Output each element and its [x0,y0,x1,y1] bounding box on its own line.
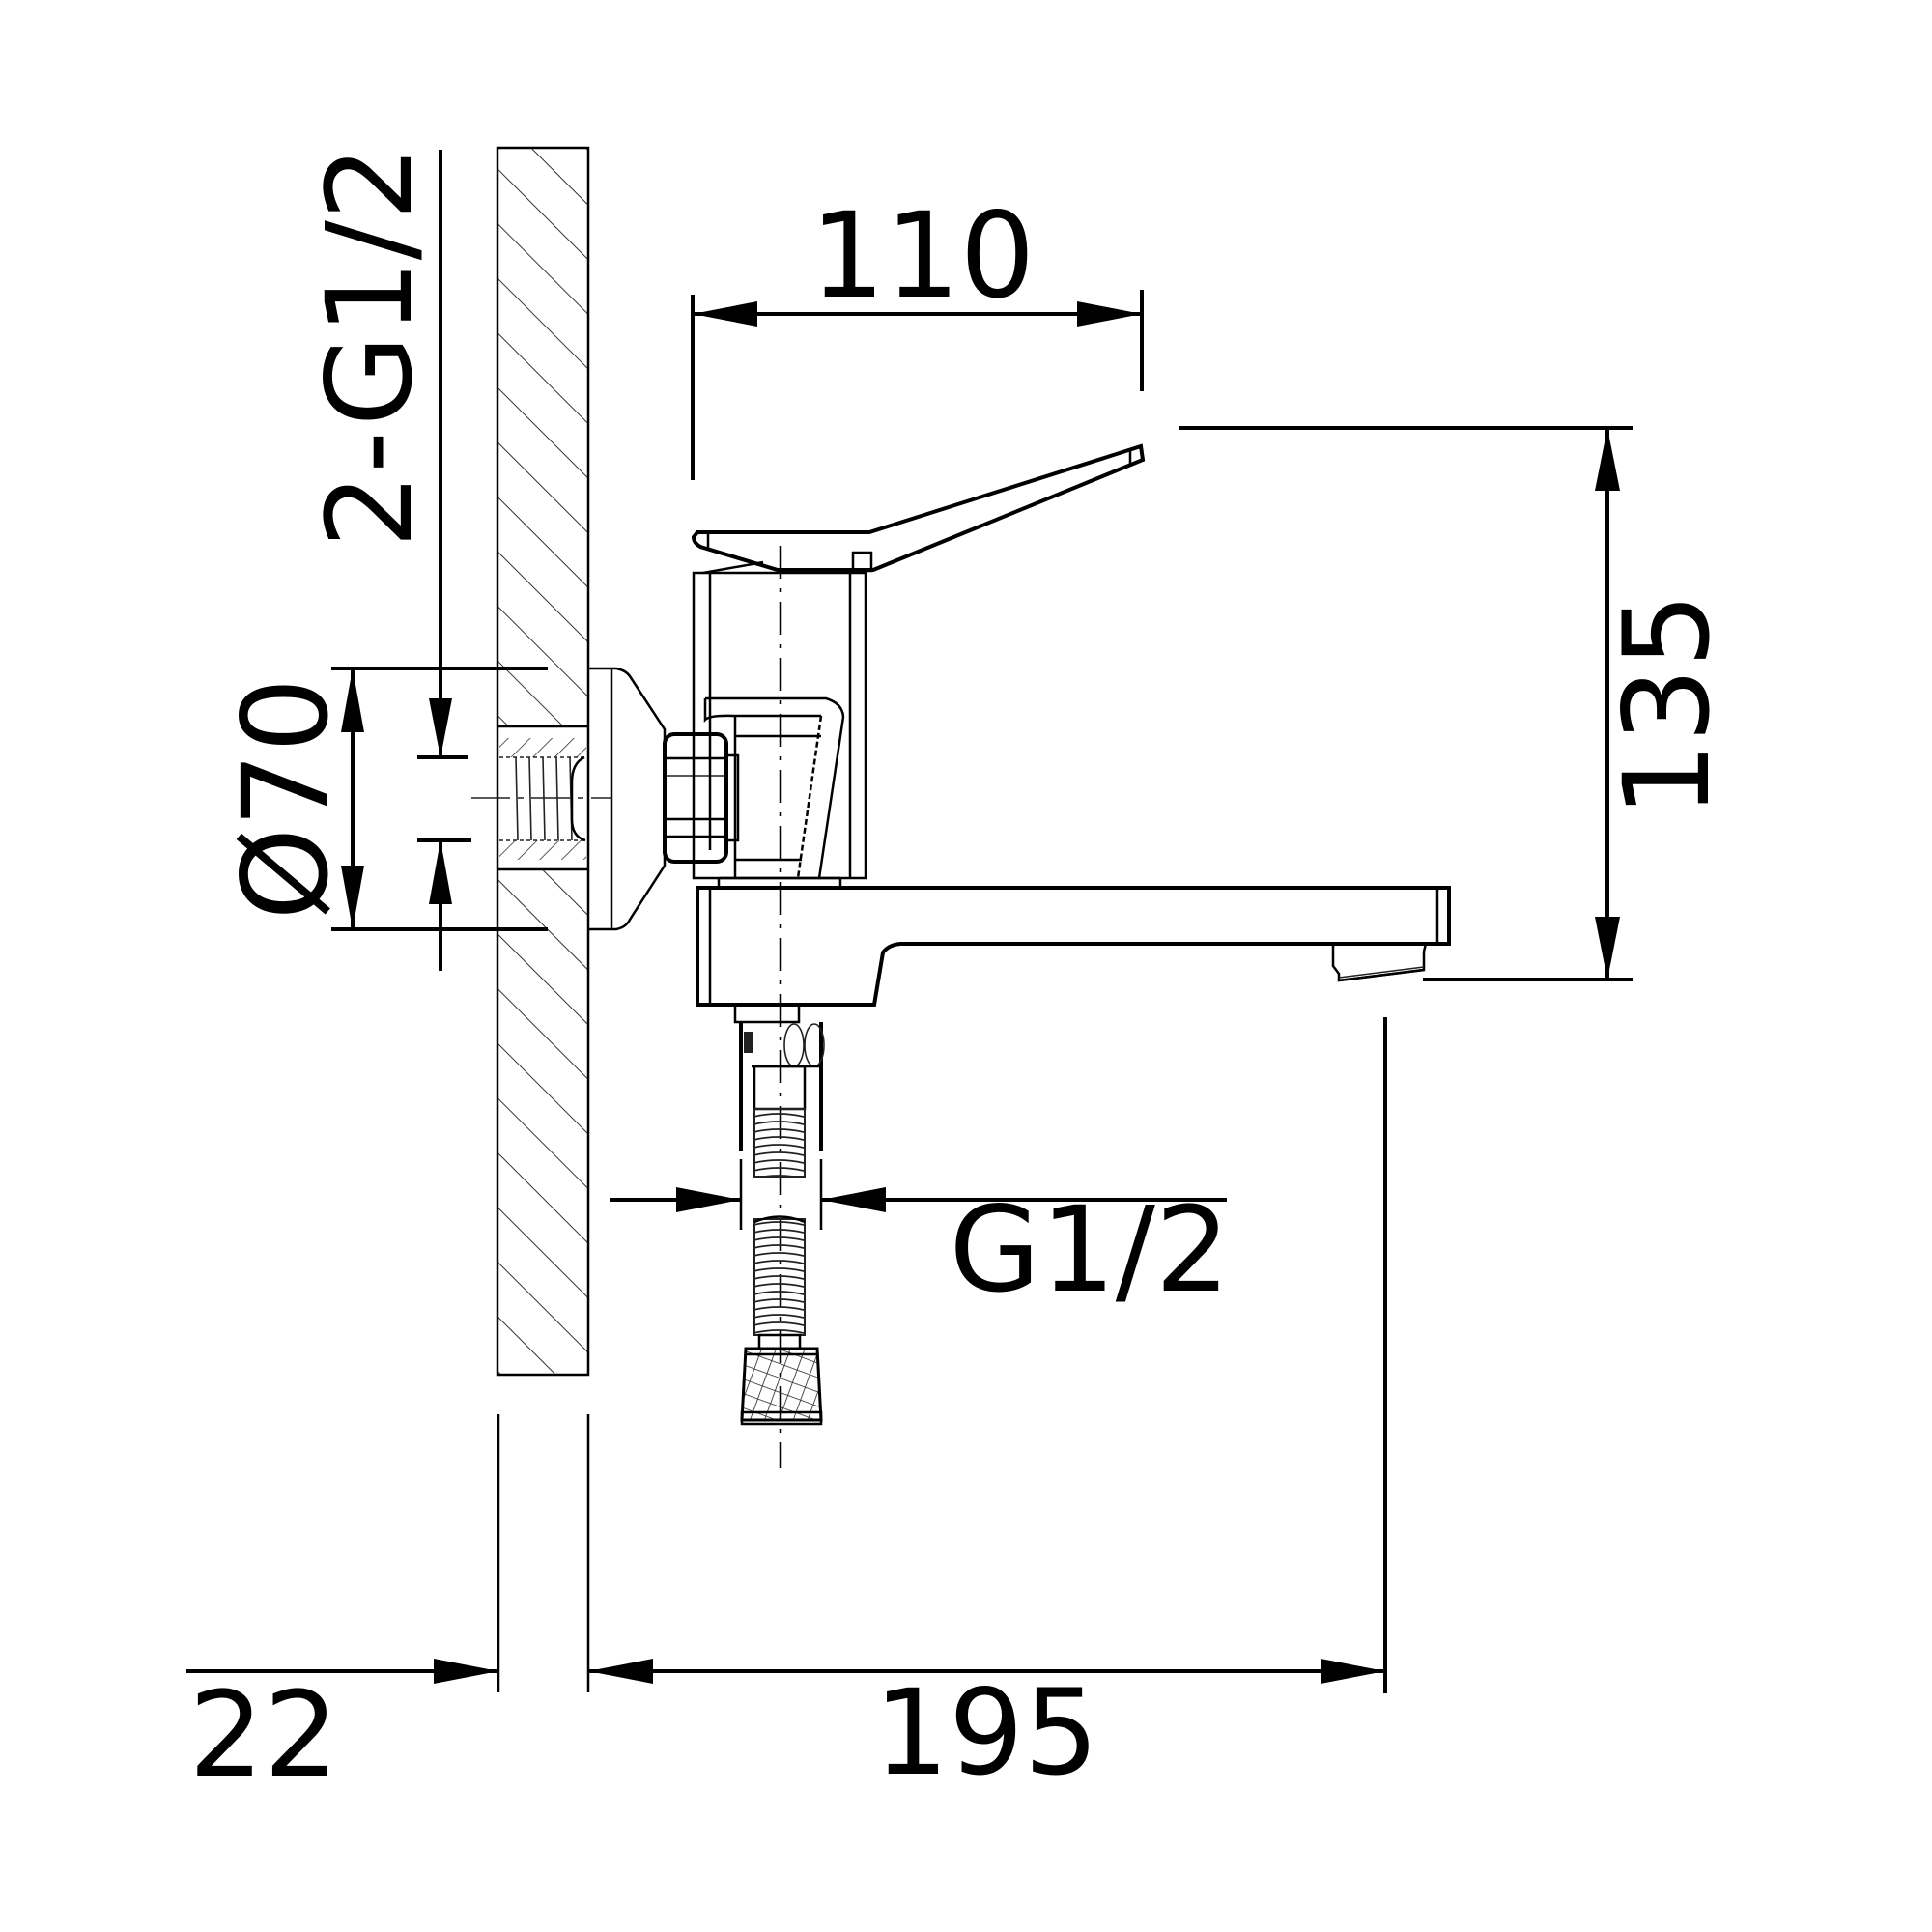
dim-handle-reach: 110 [691,187,1144,480]
dim-hose-thread: G1/2 [610,1159,1230,1319]
dim-flange-diameter: Ø70 [217,667,548,931]
label-spout-projection: 195 [874,1664,1099,1802]
label-wall-thickness: 22 [188,1666,338,1804]
hose-assembly [733,1003,825,1426]
wall-section [496,146,590,1377]
label-handle-reach: 110 [810,187,1036,325]
dim-height: 135 [1179,426,1736,981]
spout [696,886,1451,1007]
label-hose-thread: G1/2 [950,1181,1231,1319]
body [692,571,867,887]
hose [753,1108,806,1178]
dim-spout-projection: 195 [588,1017,1387,1802]
label-flange-diameter: Ø70 [217,677,355,920]
inlet-fitting [499,738,586,860]
hose-connector [740,1347,823,1426]
aerator [1331,943,1428,982]
nut [663,732,740,864]
flange [588,667,667,931]
dim-inlet-thread: 2-G1/2 [301,146,471,971]
label-height: 135 [1599,593,1736,818]
dim-wall-thickness: 22 [186,1659,653,1804]
lever-handle [691,443,1146,575]
label-inlet-thread: 2-G1/2 [301,146,439,549]
hose [753,1218,806,1336]
